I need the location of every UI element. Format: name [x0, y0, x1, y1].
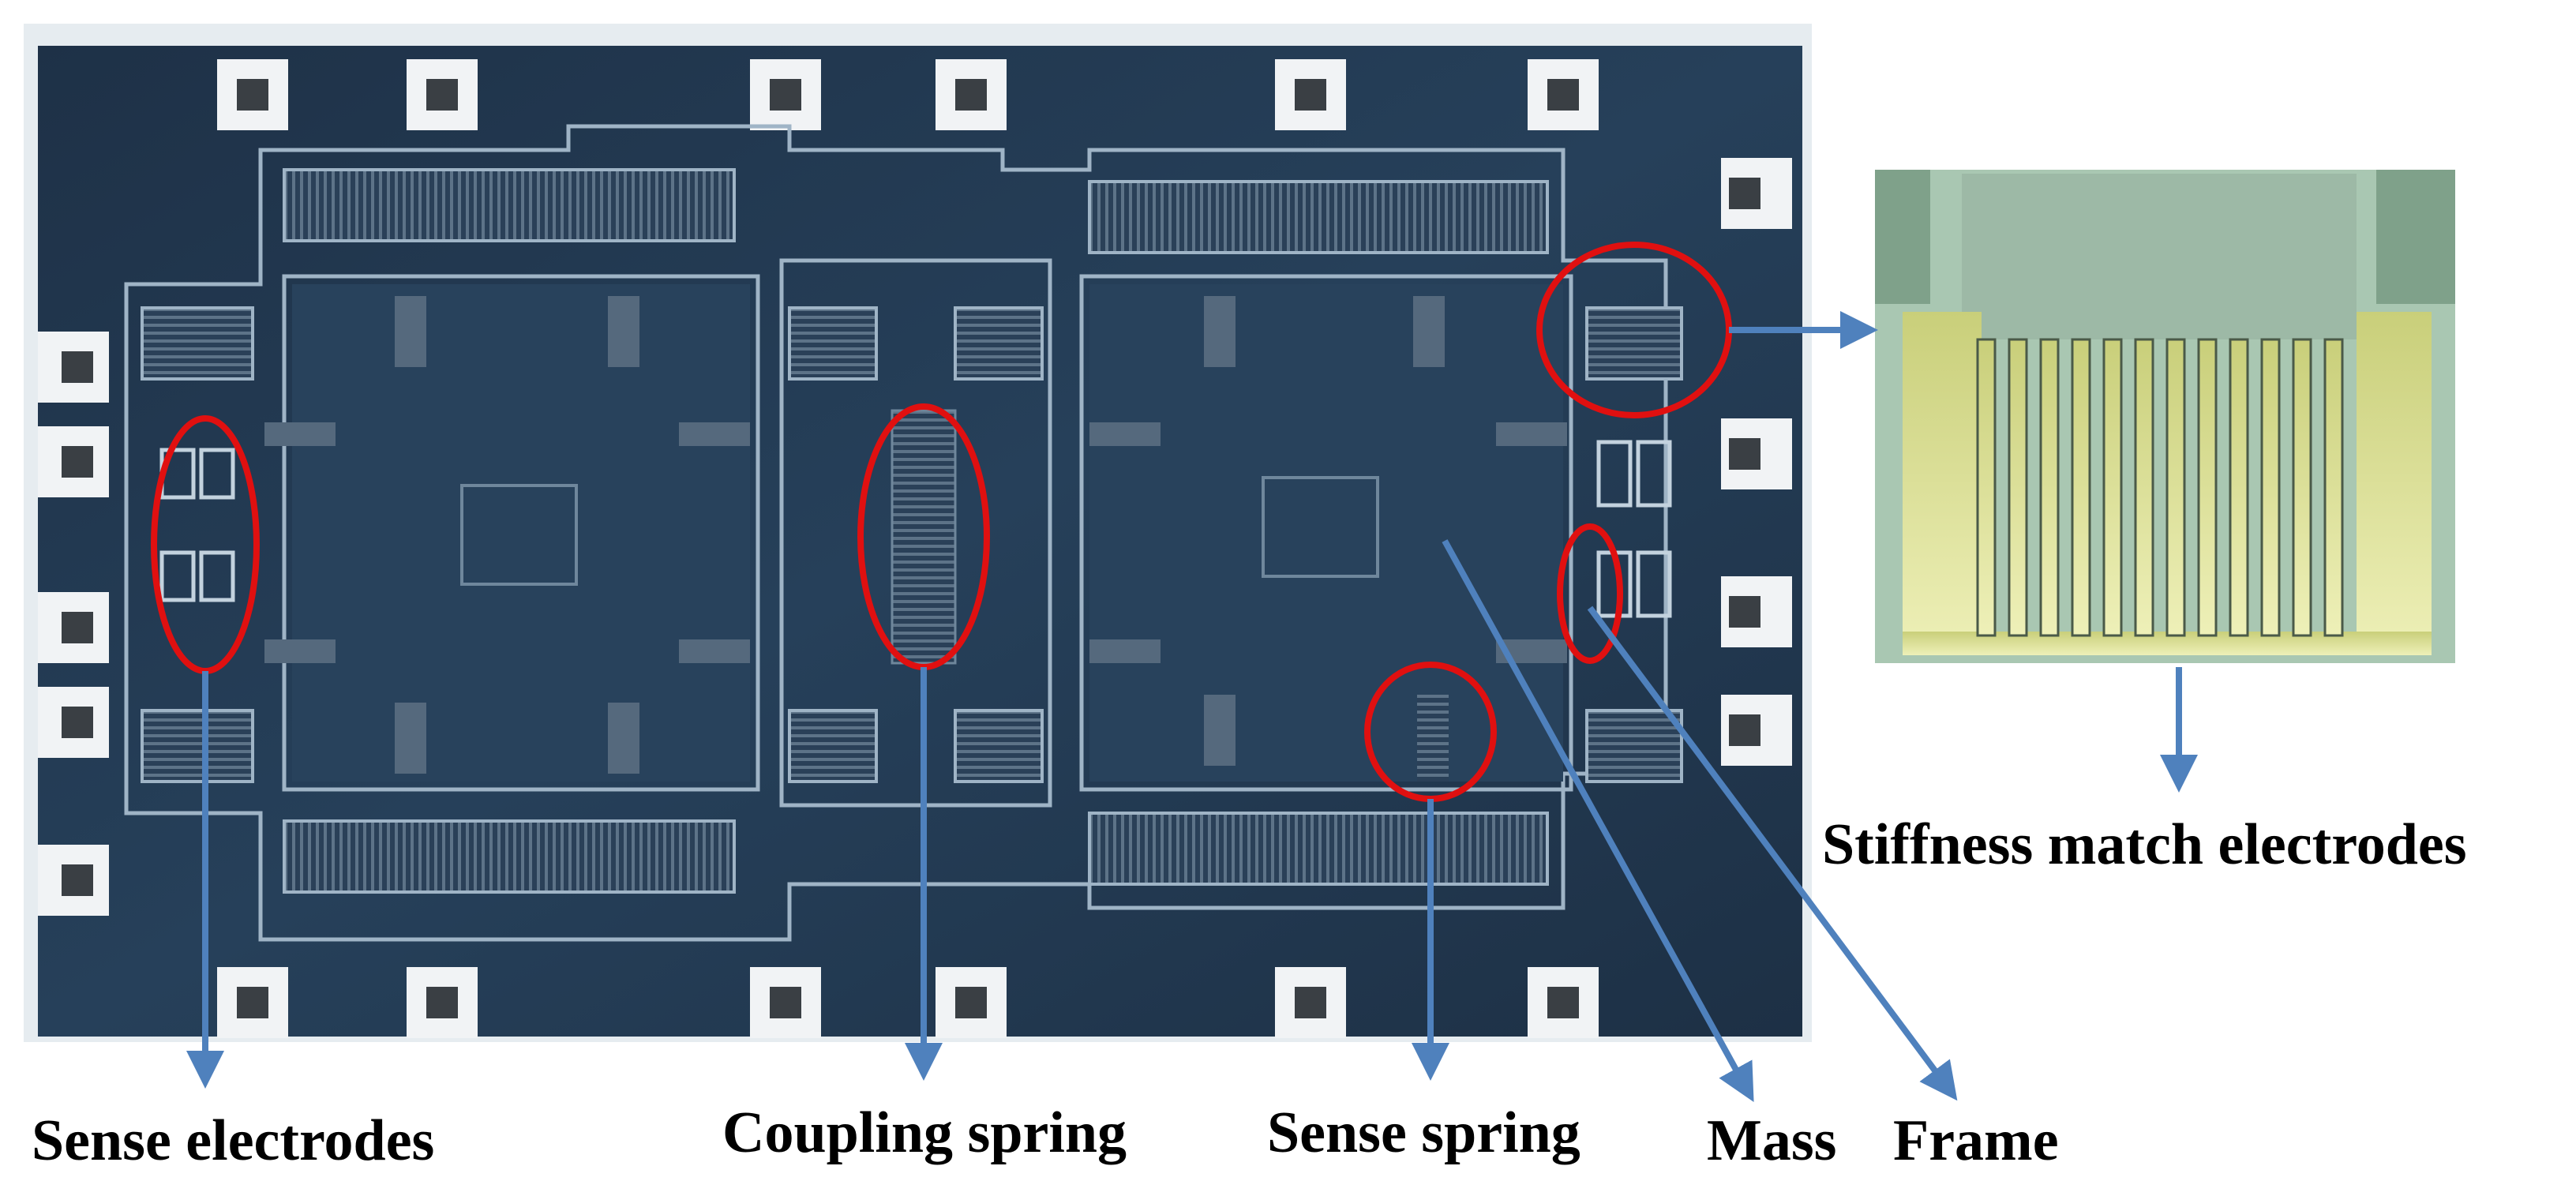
die-micrograph: [24, 24, 1812, 1042]
inset-electrode-fingers: [1976, 338, 2344, 637]
sense-electrode: [199, 550, 235, 602]
mass-anchor: [1262, 476, 1379, 578]
bond-pad-core: [955, 79, 987, 111]
bond-pads-right: [1721, 158, 1792, 766]
bond-pad-core: [770, 79, 801, 111]
frame-arrow: [1587, 605, 1958, 1101]
inset-left-anchor: [1875, 170, 1930, 304]
comb-bank: [1088, 812, 1549, 886]
suspension-beam: [608, 296, 639, 367]
center-coupling-outline: [779, 258, 1052, 808]
comb-bank: [954, 709, 1044, 783]
comb-bank: [141, 709, 254, 783]
comb-bank: [1585, 709, 1683, 783]
sense-spring-label: Sense spring: [1267, 1100, 1580, 1165]
electrode-finger: [2165, 338, 2186, 637]
electrode-finger: [2292, 338, 2312, 637]
bond-pad-core: [62, 864, 93, 896]
inset-left-electrode-bank: [1903, 312, 1982, 655]
inset-right-electrode-bank: [2357, 312, 2432, 655]
frame-electrode: [1636, 550, 1672, 618]
suspension-beam: [679, 639, 750, 663]
electrode-finger: [2229, 338, 2249, 637]
comb-bank: [141, 306, 254, 381]
suspension-beam: [1089, 422, 1161, 446]
electrode-finger: [2323, 338, 2344, 637]
inset-micrograph: [1875, 170, 2455, 663]
frame-highlight-circle: [1557, 523, 1623, 664]
bond-pad-core: [1547, 79, 1579, 111]
mass-label: Mass: [1707, 1108, 1837, 1173]
frame-electrode: [1636, 440, 1672, 508]
frame-electrode: [1596, 440, 1633, 508]
bond-pad-core: [1729, 438, 1760, 470]
sense-electrode: [159, 550, 196, 602]
electrode-finger: [2134, 338, 2154, 637]
suspension-beam: [395, 703, 426, 774]
bond-pad-core: [1729, 714, 1760, 746]
left-proof-mass: [292, 284, 750, 782]
bond-pad-core: [62, 612, 93, 643]
coupling-spring-label: Coupling spring: [722, 1100, 1127, 1165]
suspension-beam: [608, 703, 639, 774]
electrode-finger: [2260, 338, 2281, 637]
comb-bank: [788, 709, 878, 783]
frame-label: Frame: [1893, 1108, 2059, 1173]
mass-arrow: [1442, 539, 1754, 1103]
bond-pads-bottom: [217, 967, 1599, 1038]
stiffness-match-electrodes-label: Stiffness match electrodes: [1822, 812, 2467, 877]
suspension-beam: [1204, 695, 1236, 766]
comb-bank: [1088, 180, 1549, 254]
electrode-finger: [2197, 338, 2218, 637]
electrode-finger: [2102, 338, 2123, 637]
bond-pad-core: [426, 987, 458, 1018]
bond-pad-core: [237, 987, 268, 1018]
right-mass-outline: [1079, 274, 1573, 792]
bond-pad-core: [62, 707, 93, 738]
comb-bank: [954, 306, 1044, 381]
suspension-beam: [1089, 639, 1161, 663]
bond-pad-core: [237, 79, 268, 111]
electrode-finger: [2008, 338, 2028, 637]
bond-pad-core: [1729, 596, 1760, 628]
suspension-beam: [1496, 422, 1567, 446]
electrode-finger: [2071, 338, 2091, 637]
left-mass-outline: [282, 274, 760, 792]
electrode-finger: [2039, 338, 2060, 637]
bond-pad-core: [1295, 987, 1326, 1018]
suspension-beam: [264, 422, 336, 446]
sense-electrodes-label: Sense electrodes: [32, 1108, 435, 1173]
mass-anchor: [460, 484, 578, 586]
coupling-spring: [891, 409, 957, 665]
bond-pad-core: [62, 351, 93, 383]
sense-spring: [1417, 695, 1449, 782]
sense-electrode: [199, 448, 235, 500]
suspension-beam: [395, 296, 426, 367]
comb-bank: [788, 306, 878, 381]
bond-pad-core: [1295, 79, 1326, 111]
inset-right-anchor: [2376, 170, 2455, 304]
comb-bank: [283, 168, 736, 242]
pointer-arrows: [186, 311, 2198, 1103]
bond-pad-core: [426, 79, 458, 111]
bond-pads-top: [217, 59, 1599, 130]
electrode-finger: [1976, 338, 1997, 637]
suspension-beam: [264, 639, 336, 663]
bond-pad-core: [955, 987, 987, 1018]
bond-pad-core: [770, 987, 801, 1018]
suspension-beam: [1204, 296, 1236, 367]
bond-pad-core: [62, 446, 93, 478]
bond-pad-core: [1729, 178, 1760, 209]
bond-pads-left: [38, 332, 109, 916]
sense-electrode-structure: [159, 448, 235, 602]
comb-bank: [1585, 306, 1683, 381]
suspension-beam: [1413, 296, 1445, 367]
suspension-beam: [679, 422, 750, 446]
inset-top-block: [1962, 174, 2357, 339]
comb-bank: [283, 819, 736, 894]
bond-pad-core: [1547, 987, 1579, 1018]
